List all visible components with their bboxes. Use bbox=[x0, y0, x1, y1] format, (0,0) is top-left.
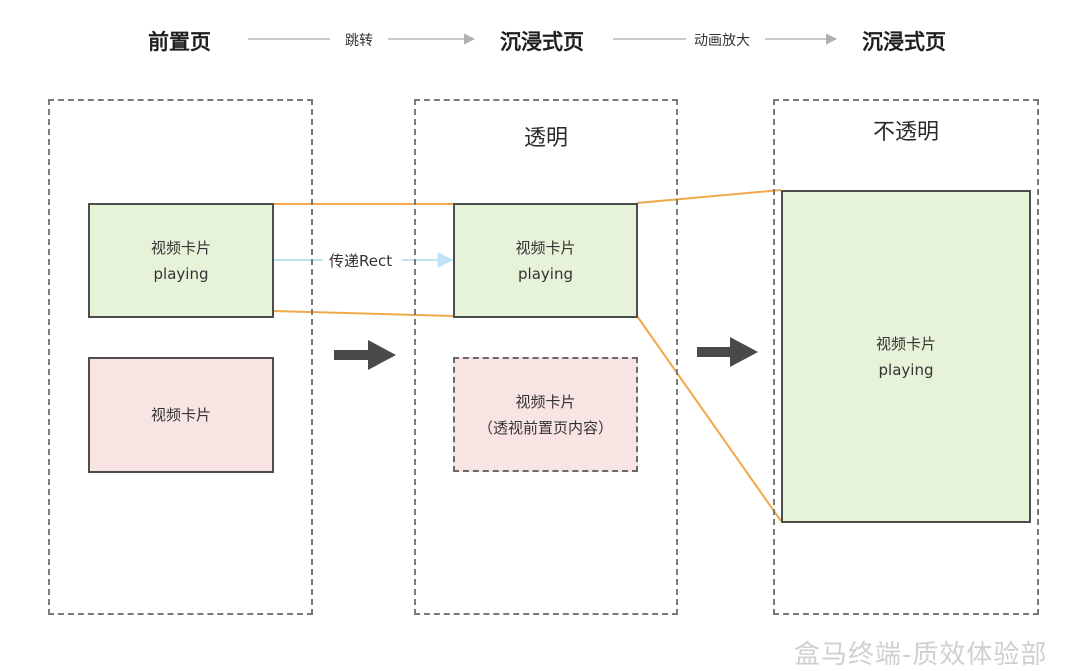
big-arrow-1-icon bbox=[334, 340, 396, 370]
big-arrow-2-icon bbox=[697, 337, 758, 367]
video-card-playing-opaque: 视频卡片 playing bbox=[781, 190, 1031, 523]
video-card-playing-pre: 视频卡片 playing bbox=[88, 203, 274, 318]
panel-label-transparent: 透明 bbox=[523, 126, 568, 151]
card-title: 视频卡片 bbox=[150, 238, 211, 257]
stage-title-immersive-page-1: 沉浸式页 bbox=[500, 30, 584, 54]
stage-title-pre-page: 前置页 bbox=[148, 30, 211, 54]
panel-label-opaque: 不透明 bbox=[872, 120, 939, 145]
video-card-see-through: 视频卡片 （透视前置页内容） bbox=[453, 357, 638, 472]
video-card-playing-transparent: 视频卡片 playing bbox=[453, 203, 638, 318]
panel-pre-page bbox=[48, 99, 313, 615]
transition-label-zoom: 动画放大 bbox=[694, 33, 750, 49]
transfer-rect-label: 传递Rect bbox=[327, 250, 395, 271]
card-status: playing bbox=[518, 264, 573, 283]
card-note: （透视前置页内容） bbox=[477, 418, 613, 437]
card-title: 视频卡片 bbox=[875, 334, 936, 353]
card-status: playing bbox=[878, 360, 934, 379]
card-title: 视频卡片 bbox=[150, 406, 211, 424]
video-card-pre: 视频卡片 bbox=[88, 357, 274, 473]
projection-line-top-2 bbox=[636, 189, 782, 204]
card-title: 视频卡片 bbox=[515, 392, 576, 411]
card-title: 视频卡片 bbox=[515, 238, 576, 257]
projection-line-bottom-1 bbox=[272, 310, 454, 317]
card-status: playing bbox=[153, 264, 209, 283]
stage-title-immersive-page-2: 沉浸式页 bbox=[862, 30, 946, 54]
transition-label-jump: 跳转 bbox=[345, 33, 373, 49]
panel-immersive-transparent bbox=[414, 99, 678, 615]
projection-line-bottom-2 bbox=[636, 315, 782, 522]
watermark-text: 盒马终端-质效体验部 bbox=[794, 640, 1048, 670]
panel-immersive-opaque bbox=[773, 99, 1039, 615]
